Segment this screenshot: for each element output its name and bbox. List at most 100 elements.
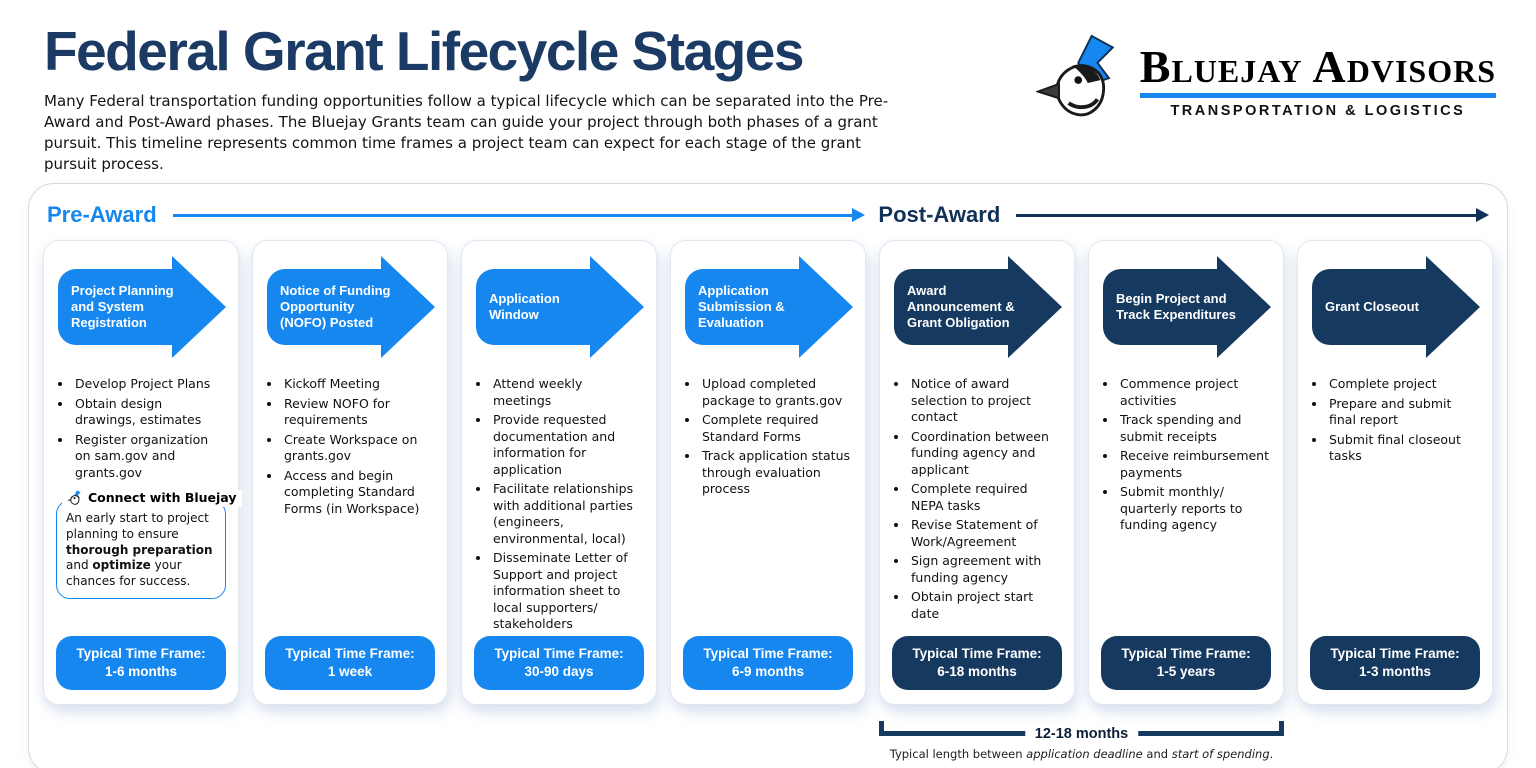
timeframe-value: 1-5 years	[1156, 663, 1216, 679]
stage-arrow-shape: Project Planning and System Registration	[56, 256, 226, 358]
timeframe-value: 1-3 months	[1358, 663, 1431, 679]
bullet-item: Revise Statement of Work/Agreement	[909, 517, 1062, 550]
callout-text: An early start to project planning to en…	[66, 511, 209, 541]
timeframe-label: Typical Time Frame:	[703, 645, 833, 661]
timeframe-label: Typical Time Frame:	[1121, 645, 1251, 661]
caption-text: Typical length between	[889, 746, 1027, 761]
bullet-item: Submit final closeout tasks	[1327, 432, 1480, 465]
stage-columns: Project Planning and System Registration…	[43, 240, 1493, 705]
stage-bullets: Attend weekly meetings Provide requested…	[474, 376, 644, 636]
caption-italic-text: start of spending	[1171, 746, 1270, 761]
pre-award-label: Pre-Award	[47, 202, 157, 227]
stage-card-project-planning: Project Planning and System Registration…	[43, 240, 242, 705]
stage-bullets: Kickoff Meeting Review NOFO for requirem…	[265, 376, 435, 520]
stage-bullets: Upload completed package to grants.gov C…	[683, 376, 853, 501]
timeframe-badge: Typical Time Frame: 1-3 months	[1310, 635, 1480, 690]
connect-bluejay-icon	[67, 490, 81, 505]
bullet-item: Access and begin completing Standard For…	[282, 468, 435, 518]
callout-title: Connect with Bluejay	[88, 490, 237, 506]
bracket-row: 12-18 months Typical length between appl…	[43, 720, 1493, 761]
bullet-item: Track application status through evaluat…	[700, 448, 853, 498]
bullet-item: Obtain project start date	[909, 589, 1062, 622]
bullet-item: Facilitate relationships with additional…	[491, 481, 644, 547]
bullet-item: Disseminate Letter of Support and projec…	[491, 550, 644, 633]
bracket-label: 12-18 months	[1024, 725, 1139, 742]
caption-italic-text: application deadline	[1026, 746, 1143, 761]
page-header: Federal Grant Lifecycle Stages Many Fede…	[0, 0, 1536, 175]
bullet-item: Track spending and submit receipts	[1118, 412, 1271, 445]
stage-arrow-shape: Application Submission & Evaluation	[683, 256, 853, 358]
bullet-item: Provide requested documentation and info…	[491, 412, 644, 478]
post-award-label: Post-Award	[878, 202, 1001, 227]
logo-divider	[1139, 92, 1496, 98]
logo-text: Bluejay Advisors TRANSPORTATION & LOGIST…	[1139, 44, 1496, 119]
bracket-cell: 12-18 months Typical length between appl…	[879, 720, 1284, 761]
intro-paragraph: Many Federal transportation funding oppo…	[44, 92, 889, 173]
stage-title: Application Window	[489, 291, 560, 322]
stage-card-begin-project: Begin Project and Track Expenditures Com…	[1088, 240, 1284, 705]
stage-title: Application Submission & Evaluation	[698, 283, 785, 330]
bullet-item: Register organization on sam.gov and gra…	[73, 432, 226, 482]
timeframe-label: Typical Time Frame:	[76, 645, 206, 661]
bullet-item: Create Workspace on grants.gov	[282, 432, 435, 465]
timeframe-label: Typical Time Frame:	[912, 645, 1042, 661]
bullet-item: Receive reimbursement payments	[1118, 448, 1271, 481]
stage-bullets: Commence project activities Track spendi…	[1101, 376, 1271, 537]
caption-text: .	[1269, 746, 1274, 761]
bullet-item: Notice of award selection to project con…	[909, 376, 1062, 426]
timespan-bracket: 12-18 months	[879, 720, 1284, 742]
logo-tagline: TRANSPORTATION & LOGISTICS	[1170, 102, 1466, 119]
bullet-item: Attend weekly meetings	[491, 376, 644, 409]
bullet-item: Prepare and submit final report	[1327, 396, 1480, 429]
callout-text: and	[66, 558, 93, 573]
phase-post-award: Post-Award	[878, 202, 1489, 228]
timeframe-badge: Typical Time Frame: 1-5 years	[1101, 635, 1271, 690]
bluejay-bird-icon	[1035, 34, 1115, 117]
timeframe-badge: Typical Time Frame: 6-18 months	[892, 635, 1062, 690]
pre-award-arrow-icon	[172, 213, 854, 217]
timeframe-label: Typical Time Frame:	[285, 645, 415, 661]
stage-title: Notice of Funding Opportunity (NOFO) Pos…	[280, 283, 391, 330]
stage-arrow-shape: Begin Project and Track Expenditures	[1101, 256, 1271, 358]
bullet-item: Upload completed package to grants.gov	[700, 376, 853, 409]
phase-pre-award: Pre-Award	[47, 202, 865, 228]
timeframe-value: 1-6 months	[104, 663, 177, 679]
timeframe-badge: Typical Time Frame: 6-9 months	[683, 635, 853, 690]
callout-text: your chances for success.	[66, 558, 191, 589]
stage-bullets: Develop Project Plans Obtain design draw…	[56, 376, 226, 484]
stage-arrow-shape: Grant Closeout	[1310, 256, 1480, 358]
bullet-item: Sign agreement with funding agency	[909, 553, 1062, 586]
bullet-item: Kickoff Meeting	[282, 376, 435, 393]
page-title: Federal Grant Lifecycle Stages	[44, 20, 804, 82]
bullet-item: Obtain design drawings, estimates	[73, 396, 226, 429]
timeframe-value: 6-9 months	[731, 663, 804, 679]
bullet-item: Develop Project Plans	[73, 376, 226, 393]
caption-text: and	[1142, 746, 1172, 761]
company-logo: Bluejay Advisors TRANSPORTATION & LOGIST…	[1035, 34, 1496, 130]
stage-card-award-announcement: Award Announcement & Grant Obligation No…	[879, 240, 1075, 705]
timeframe-badge: Typical Time Frame: 30-90 days	[474, 635, 644, 690]
bullet-item: Review NOFO for requirements	[282, 396, 435, 429]
stage-title: Project Planning and System Registration	[71, 283, 174, 330]
bracket-caption: Typical length between application deadl…	[879, 747, 1284, 761]
bullet-item: Submit monthly/ quarterly reports to fun…	[1118, 484, 1271, 534]
title-block: Federal Grant Lifecycle Stages Many Fede…	[44, 24, 899, 175]
callout-bold-text: optimize	[92, 558, 151, 573]
bullet-item: Complete project	[1327, 376, 1480, 393]
bullet-item: Complete required Standard Forms	[700, 412, 853, 445]
stage-title: Grant Closeout	[1325, 299, 1419, 315]
timeframe-value: 1 week	[327, 663, 373, 679]
timeframe-value: 30-90 days	[524, 663, 594, 679]
connect-with-bluejay-callout: Connect with Bluejay An early start to p…	[56, 490, 242, 600]
stage-card-application-window: Application Window Attend weekly meeting…	[461, 240, 657, 705]
stage-bullets: Complete project Prepare and submit fina…	[1310, 376, 1480, 468]
post-award-arrow-icon	[1016, 213, 1477, 217]
timeframe-label: Typical Time Frame:	[1330, 645, 1460, 661]
lifecycle-board: Pre-Award Post-Award Project Planning an…	[28, 183, 1508, 768]
stage-card-grant-closeout: Grant Closeout Complete project Prepare …	[1297, 240, 1493, 705]
stage-arrow-shape: Application Window	[474, 256, 644, 358]
stage-card-application-submission: Application Submission & Evaluation Uplo…	[670, 240, 866, 705]
timeframe-label: Typical Time Frame:	[494, 645, 624, 661]
stage-bullets: Notice of award selection to project con…	[892, 376, 1062, 625]
bullet-item: Commence project activities	[1118, 376, 1271, 409]
